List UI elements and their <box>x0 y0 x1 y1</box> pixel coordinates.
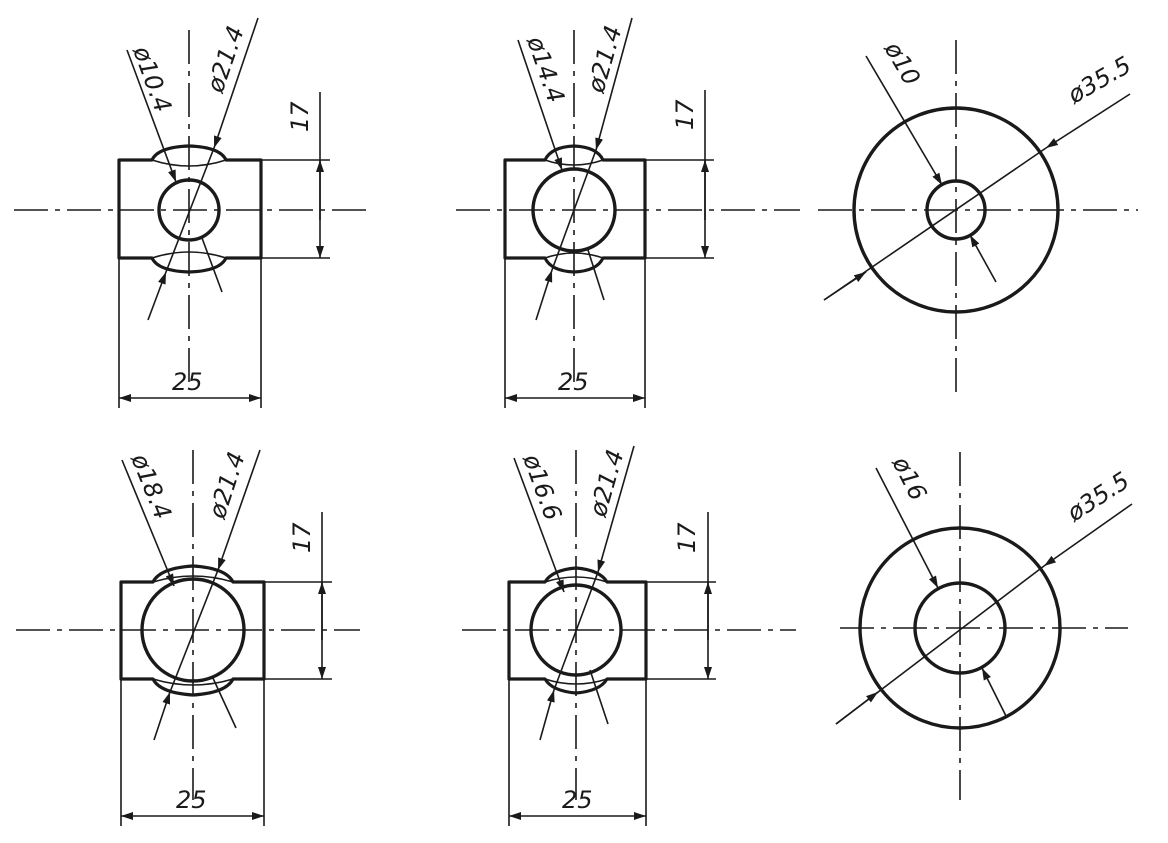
label-outer-diameter: ø35.5 <box>1062 51 1136 110</box>
cross-hole-arc-bottom <box>544 252 604 259</box>
diameter-cross-line <box>553 571 599 691</box>
label-width: 25 <box>562 786 593 814</box>
leader-outer-diameter <box>597 445 635 573</box>
label-inner-diameter: ø10 <box>878 36 925 90</box>
diameter-arrow-far <box>823 271 867 301</box>
diameter-cross-line <box>551 149 597 271</box>
label-outer-diameter: ø21.4 <box>201 22 250 96</box>
bore-circle <box>531 167 617 253</box>
cross-hole-arc-bottom <box>151 251 227 259</box>
leader-inner-diameter <box>513 457 565 593</box>
leader-inner-diameter <box>517 39 563 171</box>
label-inner-diameter: ø16 <box>886 451 932 505</box>
label-height: 17 <box>286 101 314 132</box>
leader-inner-diameter <box>121 459 175 587</box>
cross-hole-arc-top <box>544 576 608 583</box>
leader-outer-diameter-return <box>153 691 171 741</box>
inner-circle <box>925 179 987 241</box>
outer-circle <box>858 526 1062 730</box>
label-height: 17 <box>673 522 701 553</box>
leader-inner-diameter <box>126 49 177 183</box>
leader-outer-diameter-return <box>147 271 167 321</box>
view-top-middle: ø14.4 ø21.4 17 25 <box>456 17 800 408</box>
label-height: 17 <box>288 522 316 553</box>
inner-circle <box>913 581 1007 675</box>
label-outer-diameter: ø21.4 <box>203 448 251 522</box>
cross-hole-arc-top <box>152 575 234 583</box>
view-top-left: ø10.4 ø21.4 17 25 <box>14 17 368 408</box>
diameter-cross-line <box>169 569 219 693</box>
leader-outer-diameter <box>1043 503 1133 567</box>
leader-inner-diameter-tail <box>201 237 223 293</box>
cross-hole-arc-top <box>151 159 227 167</box>
label-inner-diameter: ø10.4 <box>127 42 177 117</box>
bore-circle <box>140 577 246 683</box>
view-bottom-middle: ø16.6 ø21.4 17 25 <box>462 445 796 826</box>
leader-inner-diameter <box>865 55 943 186</box>
outer-circle <box>852 106 1060 314</box>
bore-circle <box>157 178 221 242</box>
leader-outer-diameter-return <box>539 689 555 741</box>
leader-outer-diameter <box>217 449 261 571</box>
leader-outer-diameter-return <box>535 269 553 321</box>
leader-outer-diameter <box>595 17 633 151</box>
view-top-right: ø10 ø35.5 <box>818 36 1138 395</box>
leader-inner-diameter-tail <box>589 669 609 725</box>
leader-outer-diameter <box>213 17 259 149</box>
label-width: 25 <box>172 368 203 396</box>
leader-inner-diameter-return <box>969 234 997 283</box>
leader-inner-diameter <box>875 467 939 589</box>
leader-inner-diameter-tail <box>211 675 237 729</box>
view-bottom-left: ø18.4 ø21.4 17 25 <box>16 448 360 826</box>
leader-inner-diameter-return <box>981 667 1007 717</box>
diameter-arrow-far <box>835 691 879 725</box>
diameter-cross-line <box>165 147 215 273</box>
cross-hole-arc-top <box>544 159 604 166</box>
label-height: 17 <box>671 99 699 130</box>
label-width: 25 <box>176 786 207 814</box>
label-outer-diameter: ø35.5 <box>1061 466 1134 527</box>
cross-hole-arc-bottom <box>544 678 608 685</box>
cross-hole-arc-bottom <box>152 678 234 686</box>
bore-circle <box>529 583 623 677</box>
label-width: 25 <box>558 368 589 396</box>
leader-inner-diameter-tail <box>587 249 605 301</box>
view-bottom-right: ø16 ø35.5 <box>835 451 1134 800</box>
leader-outer-diameter <box>1045 93 1131 149</box>
